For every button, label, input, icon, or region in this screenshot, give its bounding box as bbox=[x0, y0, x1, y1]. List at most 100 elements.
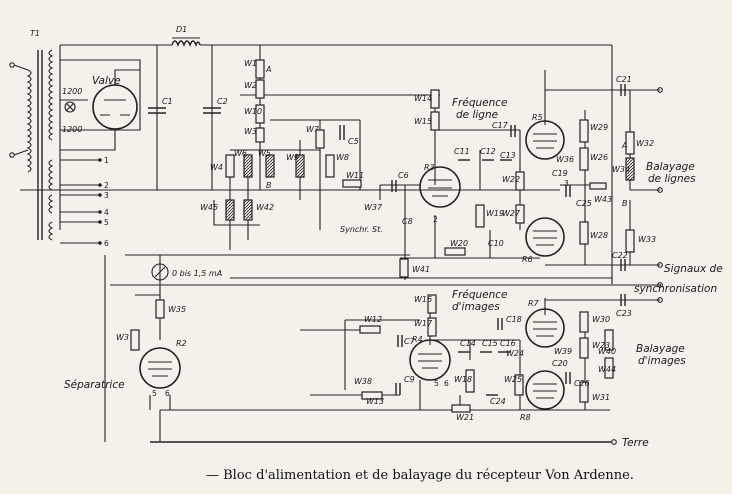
terminals bbox=[98, 87, 663, 445]
label-node-a: A bbox=[265, 65, 271, 74]
label-freq-ligne-1: Fréquence bbox=[452, 97, 507, 109]
tube-r8 bbox=[525, 370, 565, 410]
label-balayage-images-2: d'images bbox=[638, 355, 686, 367]
label-w24: W24 bbox=[506, 349, 524, 358]
label-w16: W16 bbox=[414, 295, 432, 304]
label-w3: W3 bbox=[244, 127, 257, 136]
label-w40: W40 bbox=[598, 347, 616, 356]
label-c21: C21 bbox=[616, 75, 632, 84]
label-c23: C23 bbox=[616, 309, 632, 318]
label-tap-2: 2 bbox=[104, 181, 109, 190]
label-w5: W5 bbox=[258, 149, 271, 158]
label-w42: W42 bbox=[256, 203, 274, 212]
label-w31: W31 bbox=[592, 393, 610, 402]
tube-r6 bbox=[525, 217, 565, 257]
label-pin-3: 3 bbox=[564, 179, 569, 188]
label-balayage-images-1: Balayage bbox=[636, 343, 685, 355]
label-w37: W37 bbox=[364, 203, 383, 212]
label-node-b: B bbox=[266, 181, 272, 190]
label-w45: W45 bbox=[200, 203, 218, 212]
label-w23: W23 bbox=[592, 341, 610, 350]
label-signaux-1: Signaux de bbox=[664, 263, 723, 275]
label-c20: C20 bbox=[552, 359, 568, 368]
label-t1: T1 bbox=[30, 29, 40, 38]
tube-r4 bbox=[409, 339, 451, 381]
label-freq-images-2: d'images bbox=[452, 301, 500, 313]
label-w44: W44 bbox=[598, 365, 616, 374]
transformer-t1 bbox=[9, 49, 54, 241]
label-w15: W15 bbox=[414, 117, 432, 126]
label-pin-2: 2 bbox=[433, 215, 438, 224]
label-r3: R3 bbox=[424, 163, 435, 172]
label-w36: W36 bbox=[556, 155, 574, 164]
label-freq-ligne-2: de ligne bbox=[456, 109, 498, 121]
rectifier-valve bbox=[64, 84, 138, 130]
tube-r2 bbox=[139, 347, 181, 389]
label-w19: W19 bbox=[486, 209, 504, 218]
label-c2: C2 bbox=[217, 97, 228, 106]
label-w27: W27 bbox=[502, 209, 521, 218]
label-w6: W6 bbox=[234, 149, 247, 158]
tube-r5 bbox=[525, 120, 565, 160]
label-tap-5: 5 bbox=[104, 218, 109, 227]
label-w13: W13 bbox=[366, 397, 384, 406]
label-c16: C16 bbox=[500, 339, 516, 348]
label-w22: W22 bbox=[502, 175, 520, 184]
label-meter: 0 bis 1,5 mA bbox=[172, 269, 222, 278]
label-c17: C17 bbox=[492, 121, 509, 130]
label-w7: W7 bbox=[306, 125, 320, 134]
tube-r7 bbox=[525, 308, 565, 348]
label-c14: C14 bbox=[460, 339, 476, 348]
label-1200-top: 1200 bbox=[62, 87, 82, 96]
label-node-a2: A bbox=[621, 141, 627, 150]
label-terre: Terre bbox=[622, 437, 649, 449]
label-w25: W25 bbox=[504, 375, 522, 384]
vacuum-tubes bbox=[139, 120, 565, 410]
label-w12: W12 bbox=[364, 315, 382, 324]
capacitors bbox=[339, 84, 626, 396]
label-w29: W29 bbox=[590, 123, 608, 132]
label-pin-6b: 6 bbox=[444, 379, 449, 388]
label-w43: W43 bbox=[594, 195, 612, 204]
label-pin-5: 5 bbox=[152, 389, 157, 398]
label-w30: W30 bbox=[592, 315, 610, 324]
label-d1: D1 bbox=[176, 25, 187, 34]
label-w38: W38 bbox=[354, 377, 372, 386]
label-c13: C13 bbox=[500, 151, 516, 160]
component-labels: T1 D1 Valve 1200 1200 C1 C2 1 2 3 4 5 6 … bbox=[30, 25, 723, 449]
label-w21: W21 bbox=[456, 413, 474, 422]
label-w39: W39 bbox=[554, 347, 572, 356]
label-synchr: Synchr. St. bbox=[340, 225, 383, 234]
label-tap-6: 6 bbox=[104, 239, 109, 248]
tube-r3 bbox=[419, 166, 461, 208]
label-r5: R5 bbox=[532, 113, 543, 122]
label-pin-6: 6 bbox=[165, 389, 170, 398]
label-w10: W10 bbox=[244, 107, 262, 116]
label-r6: R6 bbox=[522, 255, 533, 264]
label-c9: C9 bbox=[404, 375, 415, 384]
label-c25: C25 bbox=[576, 199, 592, 208]
label-c6: C6 bbox=[398, 171, 409, 180]
label-c5: C5 bbox=[348, 137, 359, 146]
label-w17: W17 bbox=[414, 319, 433, 328]
label-1200-bottom: 1200 bbox=[62, 125, 82, 134]
label-w18: W18 bbox=[454, 375, 472, 384]
label-w41: W41 bbox=[412, 265, 430, 274]
label-w2: W2 bbox=[244, 81, 257, 90]
label-tap-3: 3 bbox=[104, 191, 109, 200]
label-w32: W32 bbox=[636, 139, 654, 148]
label-tap-4: 4 bbox=[104, 208, 109, 217]
label-balayage-lignes-1: Balayage bbox=[646, 161, 695, 173]
label-w8: W8 bbox=[336, 153, 349, 162]
label-c8: C8 bbox=[402, 217, 413, 226]
label-w11: W11 bbox=[346, 171, 364, 180]
label-w26: W26 bbox=[590, 153, 608, 162]
label-valve: Valve bbox=[92, 75, 121, 87]
label-w34: W34 bbox=[612, 165, 630, 174]
label-w1: W1 bbox=[244, 59, 257, 68]
choke-d1 bbox=[171, 37, 201, 48]
label-c22: C22 bbox=[612, 251, 628, 260]
label-c1: C1 bbox=[162, 97, 173, 106]
